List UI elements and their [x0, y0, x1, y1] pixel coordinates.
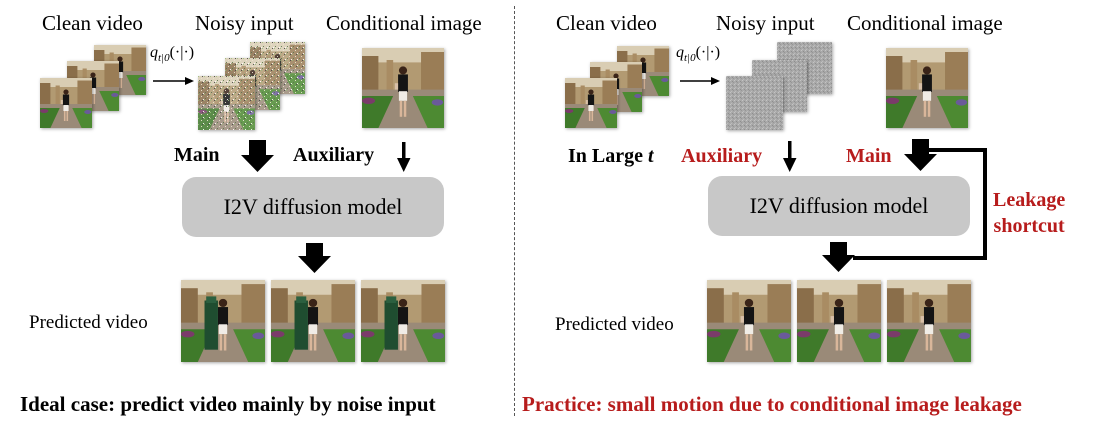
- left-main-arrow: [241, 140, 274, 172]
- left-forward-arrow: [153, 77, 194, 85]
- left-caption: Ideal case: predict video mainly by nois…: [20, 392, 436, 416]
- right-forward-arrow: [680, 77, 720, 85]
- left-predicted-frame-3: [361, 280, 445, 362]
- right-predicted-frame-1: [707, 280, 791, 362]
- right-main-arrow: [904, 139, 937, 171]
- left-auxiliary-label: Auxiliary: [293, 144, 375, 166]
- section-divider: [514, 6, 515, 416]
- right-auxiliary-label: Auxiliary: [681, 145, 763, 167]
- right-auxiliary-arrow: [783, 141, 797, 172]
- right-clean-video-header: Clean video: [556, 11, 657, 35]
- right-in-large-t-label: In Large t: [568, 145, 654, 167]
- leakage-shortcut-label: Leakage shortcut: [993, 189, 1066, 237]
- left-forward-process-label: qt|0(·|·): [150, 44, 195, 65]
- right-i2v-model-label: I2V diffusion model: [749, 193, 929, 218]
- right-conditional-image: [886, 48, 968, 128]
- left-i2v-model-label: I2V diffusion model: [223, 194, 403, 219]
- left-predicted-video-label: Predicted video: [29, 312, 148, 333]
- left-i2v-model-box: I2V diffusion model: [182, 177, 444, 237]
- left-conditional-image: [362, 48, 444, 128]
- left-predicted-frame-2: [271, 280, 355, 362]
- right-i2v-model-box: I2V diffusion model: [708, 176, 970, 236]
- left-output-arrow: [298, 243, 331, 273]
- left-noisy-input-header: Noisy input: [195, 11, 294, 35]
- right-predicted-frame-2: [797, 280, 881, 362]
- right-output-arrow: [822, 242, 855, 272]
- right-conditional-image-header: Conditional image: [847, 11, 1003, 35]
- right-predicted-frame-3: [887, 280, 971, 362]
- left-clean-frame-1: [40, 78, 92, 128]
- left-conditional-image-header: Conditional image: [326, 11, 482, 35]
- right-noisy-frame-1: [726, 76, 783, 130]
- left-noisy-frame-1: [198, 76, 255, 130]
- right-main-label: Main: [846, 145, 892, 167]
- left-clean-video-header: Clean video: [42, 11, 143, 35]
- right-forward-process-label: qt|0(·|·): [676, 44, 721, 65]
- right-predicted-video-label: Predicted video: [555, 314, 674, 335]
- left-main-label: Main: [174, 144, 220, 166]
- left-predicted-frame-1: [181, 280, 265, 362]
- right-noisy-input-header: Noisy input: [716, 11, 815, 35]
- left-auxiliary-arrow: [397, 142, 411, 172]
- right-clean-frame-1: [565, 78, 617, 128]
- right-caption: Practice: small motion due to conditiona…: [522, 392, 1022, 416]
